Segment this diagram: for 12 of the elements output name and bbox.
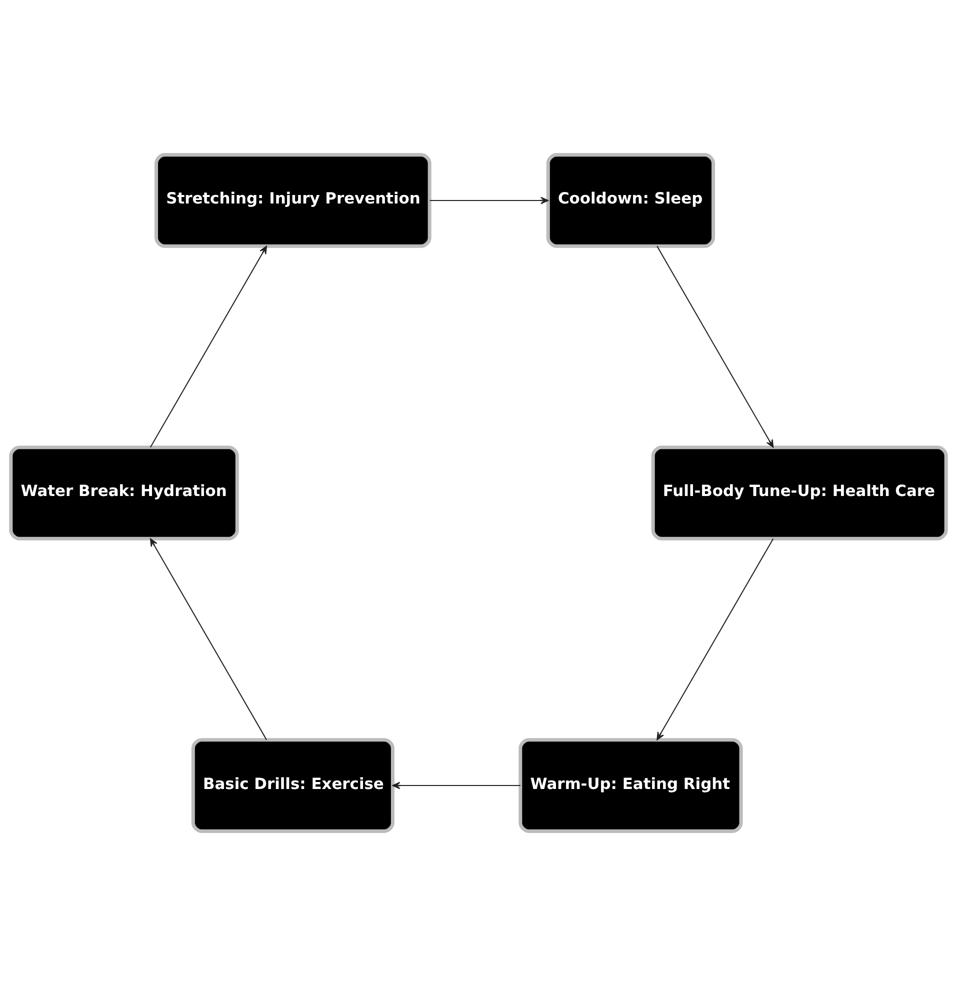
arrow [392,781,520,789]
arrow [430,196,549,204]
node-box: Basic Drills: Exercise [191,738,394,832]
arrow [150,538,267,740]
node-box: Warm-Up: Eating Right [518,738,743,832]
arrow [656,538,774,740]
arrow [150,245,267,448]
node-box: Stretching: Injury Prevention [154,152,432,248]
node-box: Cooldown: Sleep [546,152,716,248]
node-box: Water Break: Hydration [9,445,239,540]
arrow [656,245,774,448]
node-box: Full-Body Tune-Up: Health Care [651,445,948,540]
